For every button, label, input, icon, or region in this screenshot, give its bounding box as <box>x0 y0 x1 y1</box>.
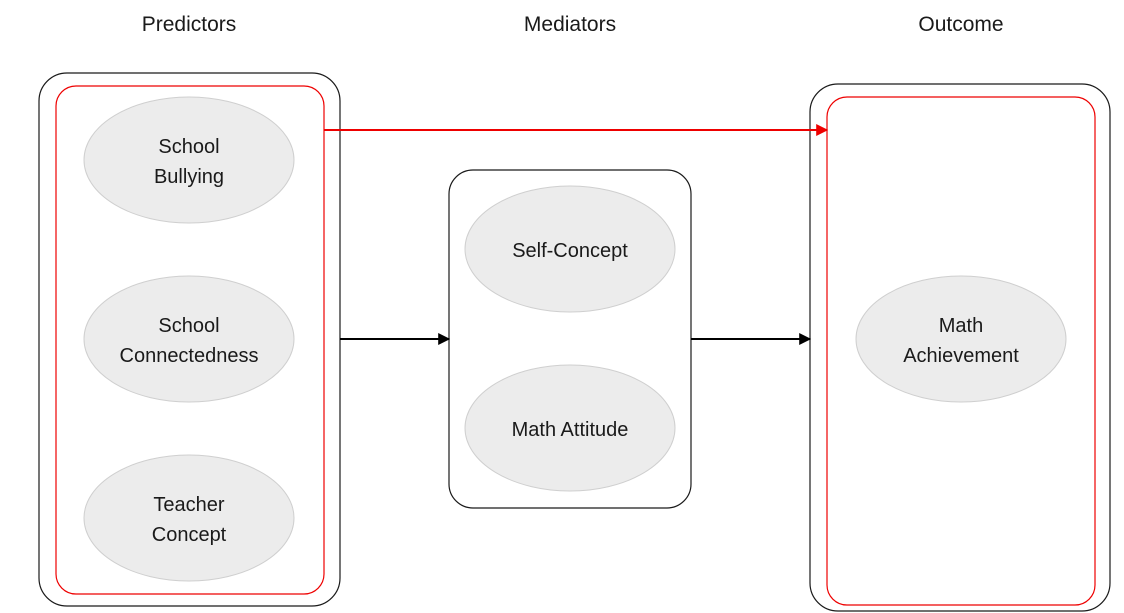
outcome-group: Math Achievement <box>809 83 1111 612</box>
predictors-inner-border <box>55 85 325 595</box>
node-teacher-concept: Teacher Concept <box>83 454 295 582</box>
math-attitude-label: Math Attitude <box>512 419 629 441</box>
teacher-concept-ellipse <box>83 454 295 582</box>
outcome-header: Outcome <box>918 13 1003 36</box>
mediators-group: Self-Concept Math Attitude <box>448 169 692 509</box>
predictors-header: Predictors <box>142 13 237 36</box>
teacher-concept-label-line1: Teacher <box>153 494 224 516</box>
math-achievement-label-line1: Math <box>939 315 983 337</box>
school-connectedness-label-line1: School <box>158 315 219 337</box>
node-math-attitude: Math Attitude <box>464 364 676 492</box>
self-concept-ellipse <box>464 185 676 313</box>
school-bullying-label-line2: Bullying <box>154 166 224 188</box>
predictors-group: School Bullying School Connectedness Tea… <box>38 72 341 607</box>
node-school-bullying: School Bullying <box>83 96 295 224</box>
math-achievement-ellipse <box>855 275 1067 403</box>
school-bullying-label-line1: School <box>158 136 219 158</box>
node-math-achievement: Math Achievement <box>855 275 1067 403</box>
outcome-inner-border <box>826 96 1096 606</box>
node-school-connectedness: School Connectedness <box>83 275 295 403</box>
math-achievement-label-line2: Achievement <box>903 345 1019 367</box>
mediators-header: Mediators <box>524 13 616 36</box>
outcome-outer-border <box>809 83 1111 612</box>
school-connectedness-label-line2: Connectedness <box>120 345 259 367</box>
self-concept-label: Self-Concept <box>512 240 628 262</box>
math-attitude-ellipse <box>464 364 676 492</box>
school-bullying-ellipse <box>83 96 295 224</box>
node-self-concept: Self-Concept <box>464 185 676 313</box>
teacher-concept-label-line2: Concept <box>152 524 227 546</box>
school-connectedness-ellipse <box>83 275 295 403</box>
